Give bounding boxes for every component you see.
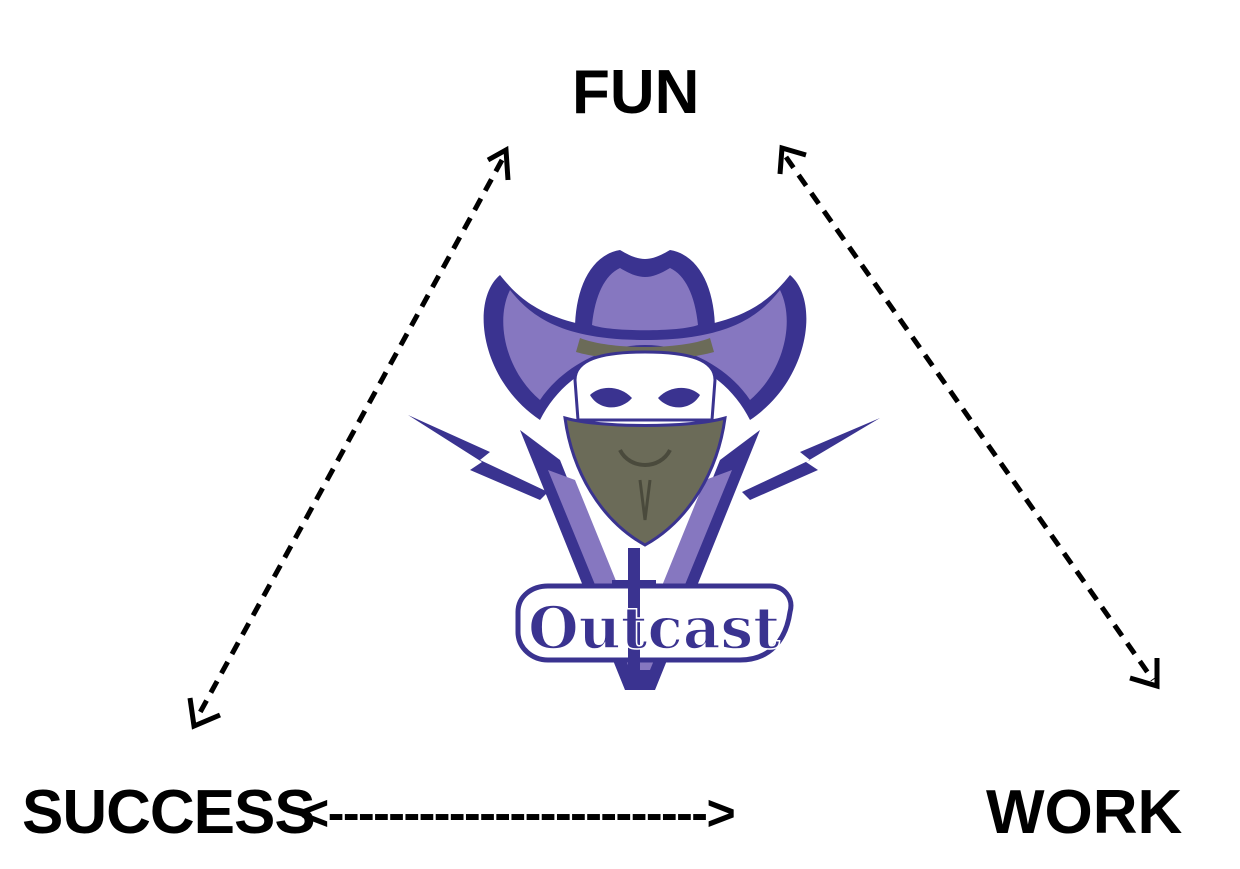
left-lightning-icon: [408, 415, 548, 500]
right-lightning-icon: [742, 418, 880, 500]
logo-wordmark: Outcast: [528, 594, 780, 662]
node-fun: FUN: [572, 58, 700, 127]
fun-success-connector: [187, 145, 511, 730]
node-work: WORK: [986, 778, 1183, 847]
node-success: SUCCESS: [22, 778, 316, 847]
outcast-logo: Outcast: [408, 250, 880, 690]
success-work-connector: <------------------------->: [300, 785, 736, 841]
fun-work-connector: [777, 144, 1160, 690]
